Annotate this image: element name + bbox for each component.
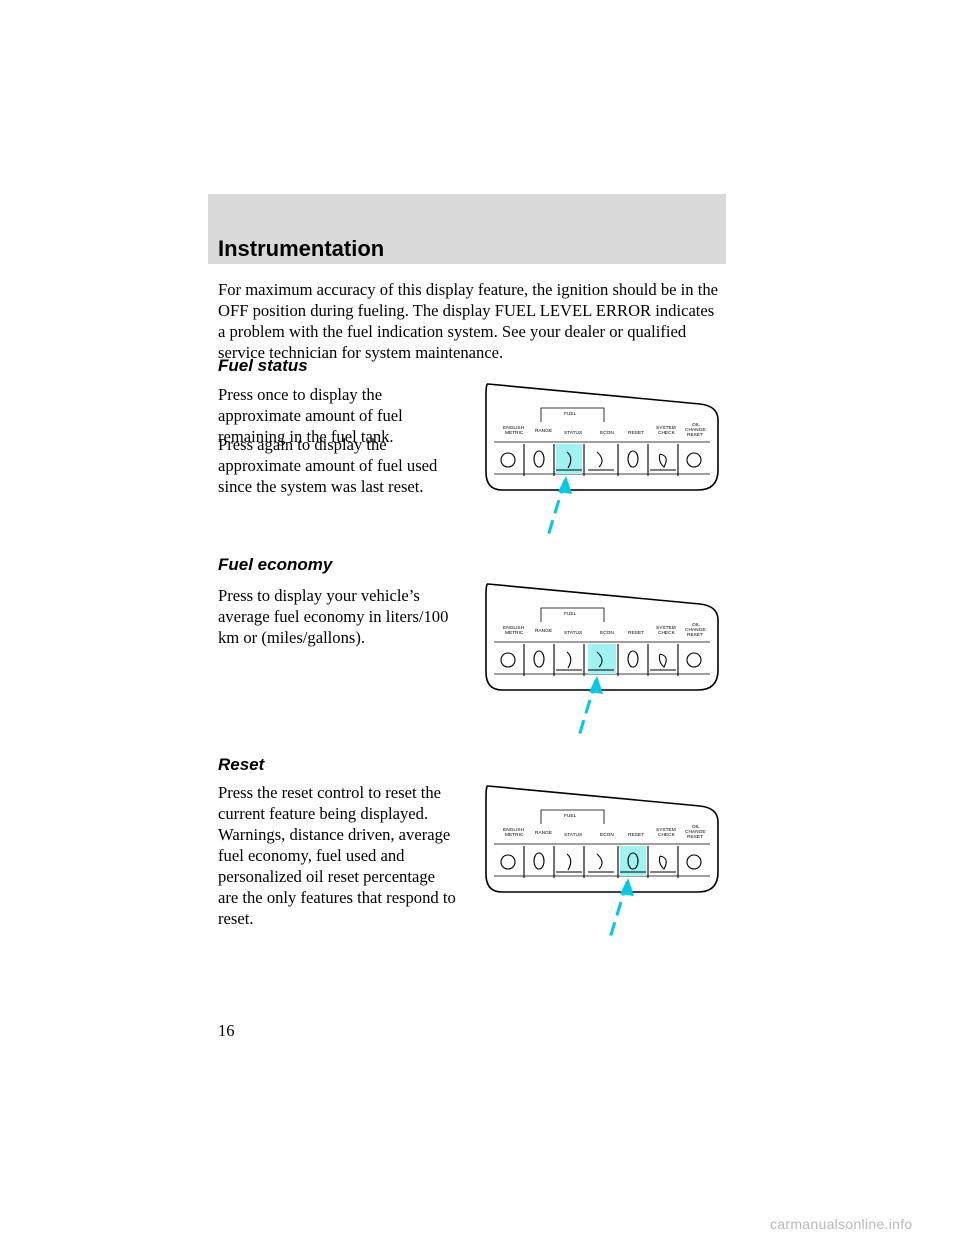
label-check: CHECK [658, 630, 676, 636]
label-change: CHANGE [685, 829, 706, 835]
heading-fuel-economy: Fuel economy [218, 555, 333, 574]
control-panel-reset: FUEL ENGLISH METRIC RANGE STATUS ECON RE… [460, 774, 730, 944]
label-oil-reset: RESET [687, 834, 703, 840]
label-metric: METRIC [505, 630, 524, 636]
label-check: CHECK [658, 832, 676, 838]
label-english: ENGLISH [503, 827, 525, 833]
label-metric: METRIC [505, 832, 524, 838]
fuel-economy-paragraph: Press to display your vehicle’s average … [218, 586, 449, 647]
heading-fuel-status: Fuel status [218, 356, 308, 375]
label-econ: ECON [600, 630, 614, 636]
label-system: SYSTEM [656, 425, 676, 431]
footer-watermark: carmanualsonline.info [770, 1216, 913, 1232]
arrow-head [589, 676, 603, 694]
label-range: RANGE [535, 628, 552, 634]
reset-paragraph: Press the reset control to reset the cur… [218, 783, 456, 928]
page-number: 16 [218, 1021, 235, 1040]
label-system: SYSTEM [656, 625, 676, 631]
highlight-reset [620, 846, 646, 876]
arrow-head [620, 878, 634, 896]
arrow-head [558, 476, 572, 494]
label-oil-reset: RESET [687, 632, 703, 638]
label-reset: RESET [628, 832, 644, 838]
label-system: SYSTEM [656, 827, 676, 833]
control-panel-fuel-economy: FUEL ENGLISH METRIC RANGE STATUS ECON RE… [460, 572, 730, 742]
label-english: ENGLISH [503, 625, 525, 631]
header-band [208, 194, 726, 264]
fuel-status-paragraph-1: Press once to display the approximate am… [218, 385, 403, 446]
label-english: ENGLISH [503, 425, 525, 431]
label-oil: OIL [692, 824, 700, 830]
label-status: STATUS [564, 430, 582, 436]
label-range: RANGE [535, 830, 552, 836]
label-change: CHANGE [685, 427, 706, 433]
label-oil: OIL [692, 422, 700, 428]
label-oil-reset: RESET [687, 432, 703, 438]
section-title: Instrumentation [218, 236, 385, 261]
label-fuel: FUEL [564, 411, 577, 417]
label-econ: ECON [600, 832, 614, 838]
label-econ: ECON [600, 430, 614, 436]
label-status: STATUS [564, 630, 582, 636]
label-range: RANGE [535, 428, 552, 434]
highlight-status [556, 444, 582, 474]
fuel-status-paragraph-2: Press again to display the approximate a… [218, 435, 438, 496]
label-oil: OIL [692, 622, 700, 628]
heading-reset: Reset [218, 755, 265, 774]
label-metric: METRIC [505, 430, 524, 436]
control-panel-fuel-status: FUEL ENGLISH METRIC RANGE STATUS ECON RE… [460, 372, 730, 542]
label-reset: RESET [628, 630, 644, 636]
label-check: CHECK [658, 430, 676, 436]
label-reset: RESET [628, 430, 644, 436]
label-fuel: FUEL [564, 611, 577, 617]
label-change: CHANGE [685, 627, 706, 633]
intro-paragraph: For maximum accuracy of this display fea… [218, 280, 719, 362]
label-fuel: FUEL [564, 813, 577, 819]
label-status: STATUS [564, 832, 582, 838]
